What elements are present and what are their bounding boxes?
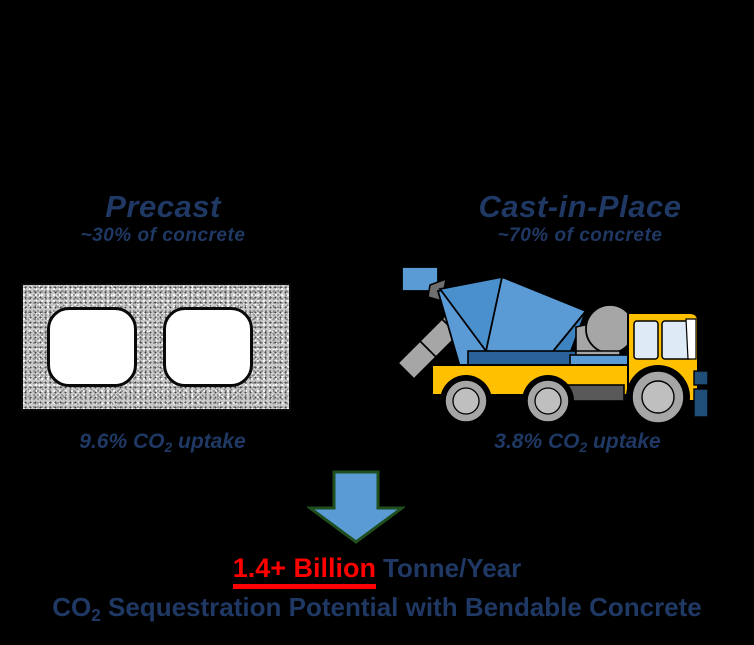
concrete-block-illustration xyxy=(21,283,291,411)
truck-fuel-tank xyxy=(565,384,625,402)
caption-subtitle: CO2 Sequestration Potential with Bendabl… xyxy=(0,592,754,626)
cab-front-bumper xyxy=(693,388,709,418)
cast-in-place-uptake-value: 3.8% xyxy=(494,430,543,453)
cast-in-place-uptake-co2: CO xyxy=(547,430,580,453)
cement-mixer-truck-illustration xyxy=(396,266,709,425)
cast-in-place-uptake-subscript: 2 xyxy=(579,438,588,455)
block-void-left xyxy=(47,307,137,387)
precast-uptake-value: 9.6% xyxy=(79,430,128,453)
arrow-down-icon xyxy=(307,470,405,544)
caption-unit: Tonne/Year xyxy=(383,553,522,583)
precast-title-text: Precast xyxy=(105,189,221,224)
truck-wheel-front xyxy=(626,365,690,425)
truck-wheel-rear-2 xyxy=(522,375,574,425)
cab-front-light xyxy=(693,370,709,386)
cab-window-side-strip xyxy=(685,318,697,360)
caption-line2-rest: Sequestration Potential with Bendable Co… xyxy=(100,592,702,622)
caption-highlight-value: 1.4+ Billion xyxy=(232,553,377,589)
cast-in-place-column-title: Cast-in-Place ~70% of concrete xyxy=(440,190,720,248)
cast-in-place-subtitle-text: ~70% of concrete xyxy=(497,225,663,246)
caption-line2-subscript: 2 xyxy=(91,604,101,625)
block-void-right xyxy=(163,307,253,387)
precast-uptake-subscript: 2 xyxy=(164,438,173,455)
precast-subtitle-text: ~30% of concrete xyxy=(80,225,246,246)
drum-motor-icon xyxy=(585,304,635,354)
cast-in-place-title-text: Cast-in-Place xyxy=(478,189,682,224)
precast-column-title: Precast ~30% of concrete xyxy=(38,190,288,248)
cast-in-place-uptake-label: 3.8% CO2 uptake xyxy=(445,430,710,455)
precast-uptake-suffix: uptake xyxy=(172,430,246,453)
truck-wheel-rear-1 xyxy=(440,375,492,425)
cab-window-rear xyxy=(633,320,659,360)
caption-line2-co2: CO xyxy=(52,592,92,622)
precast-uptake-co2: CO xyxy=(132,430,165,453)
precast-uptake-label: 9.6% CO2 uptake xyxy=(35,430,290,455)
cast-in-place-uptake-suffix: uptake xyxy=(587,430,661,453)
